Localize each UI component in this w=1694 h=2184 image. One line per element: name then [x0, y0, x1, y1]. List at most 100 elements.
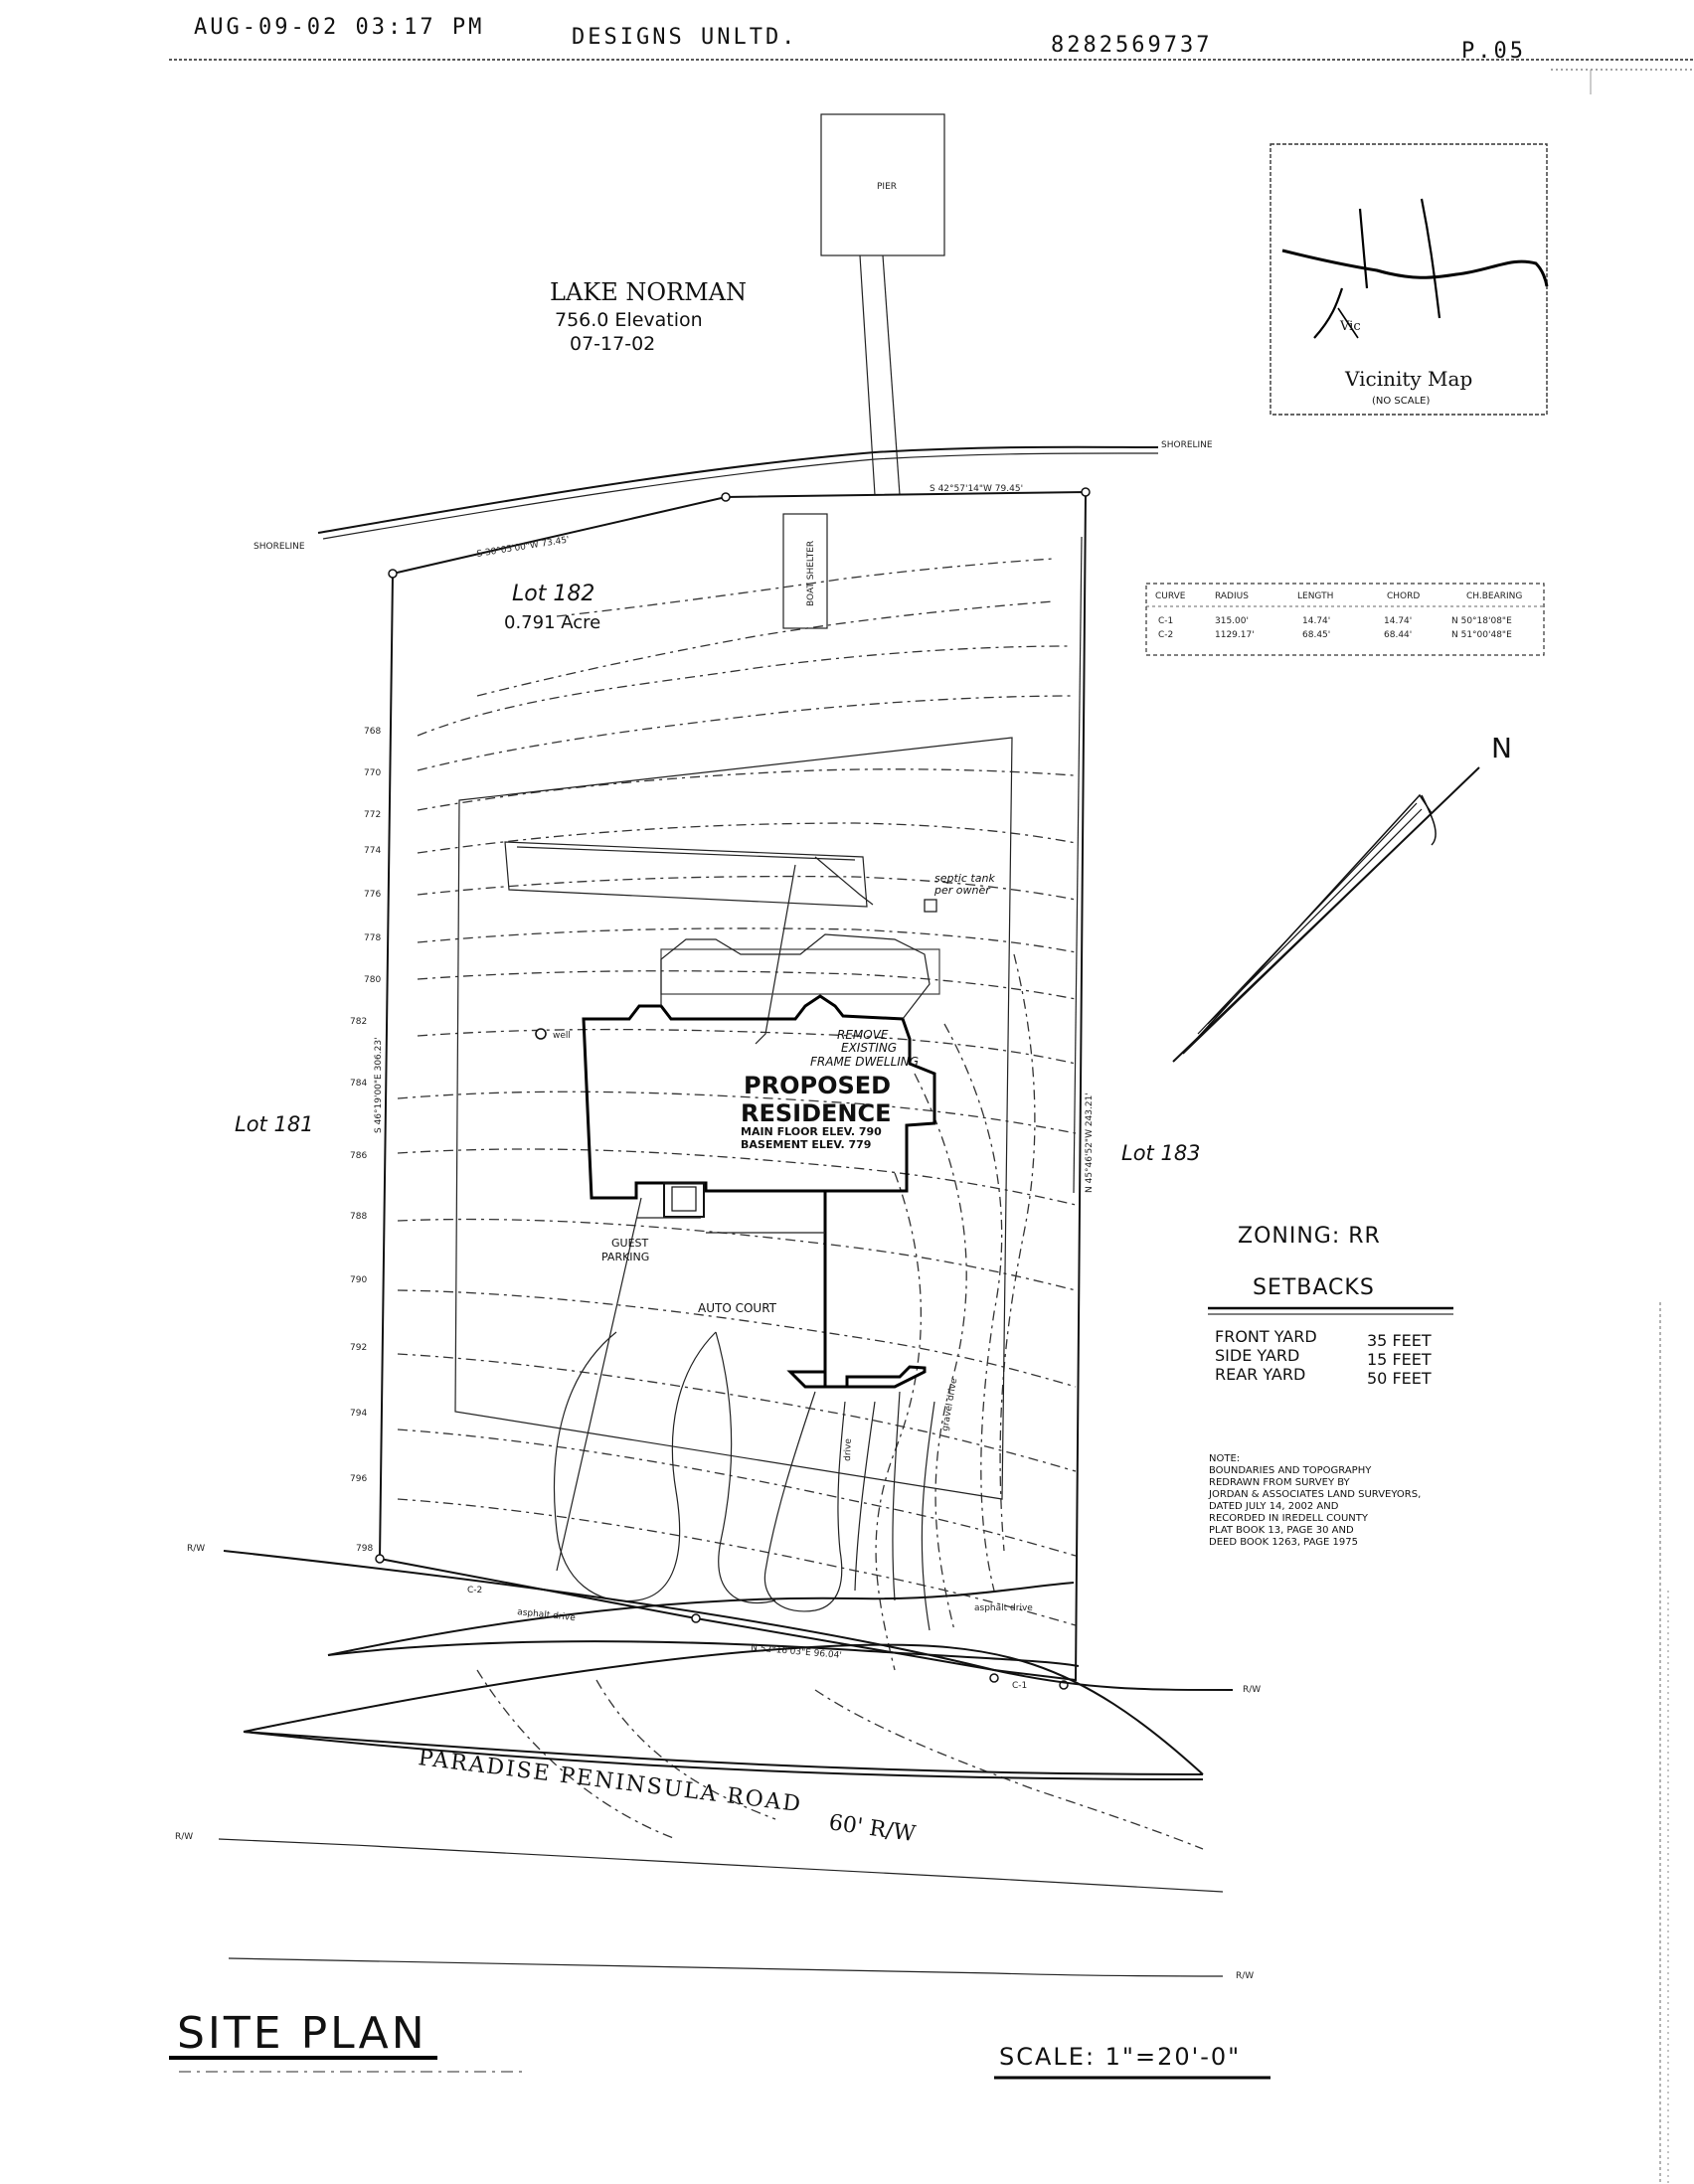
bearing-north: S 42°57'14"W 79.45' [930, 484, 1023, 494]
curve-table-header-chord: CHORD [1387, 591, 1420, 601]
bearing-east: N 45°46'52"W 243.21' [1085, 1092, 1095, 1193]
curve-c1-bearing: N 50°18'08"E [1451, 616, 1512, 626]
septic-owner-label: per owner [933, 884, 991, 897]
curve-table-header-curve: CURVE [1155, 591, 1186, 601]
shoreline: SHORELINE SHORELINE [254, 440, 1213, 552]
bearing-west: S 46°19'00"E 306.23' [374, 1037, 384, 1133]
note-line: DEED BOOK 1263, PAGE 1975 [1209, 1537, 1358, 1548]
contour-label: 798 [356, 1544, 373, 1554]
title-block: SITE PLAN SCALE: 1"=20'-0" [169, 2008, 1270, 2080]
vicinity-map-title: Vicinity Map [1344, 367, 1472, 391]
vicinity-map-subtitle: (NO SCALE) [1372, 396, 1430, 407]
road-rw-label: 60' R/W [827, 1810, 918, 1847]
lake-name: LAKE NORMAN [550, 278, 747, 306]
existing-label: EXISTING [841, 1041, 897, 1055]
north-arrow: N [1172, 732, 1512, 1063]
curve-c2-label: C-2 [467, 1586, 482, 1596]
north-label: N [1491, 732, 1512, 764]
contour-label: 788 [350, 1212, 367, 1222]
rear-yard-value: 50 FEET [1367, 1369, 1432, 1388]
curve-c1-chord: 14.74' [1384, 616, 1412, 626]
contour-label: 784 [350, 1079, 367, 1089]
fax-sender: DESIGNS UNLTD. [572, 25, 797, 50]
contour-label: 792 [350, 1343, 367, 1353]
sheet-title: SITE PLAN [177, 2008, 427, 2059]
contour-label: 770 [364, 768, 381, 778]
boat-shelter: BOAT SHELTER [782, 513, 828, 629]
contour-label: 778 [364, 933, 381, 943]
note-line: PLAT BOOK 13, PAGE 30 AND [1209, 1525, 1354, 1536]
lot-183-label: Lot 183 [1121, 1141, 1201, 1165]
curve-table-header-length: LENGTH [1297, 591, 1333, 601]
contour-lines [397, 558, 1204, 1850]
contour-labels: 768 770 772 774 776 778 780 782 784 786 … [350, 727, 381, 1554]
contour-label: 790 [350, 1275, 367, 1285]
setback-envelope [454, 737, 1013, 1500]
property-boundary: S 42°57'14"W 79.45' S 30°05'00"W 73.45' … [374, 484, 1095, 1690]
fax-page-number: P.05 [1461, 39, 1526, 64]
rw-label-north: R/W [187, 1544, 205, 1554]
lot-acreage: 0.791 Acre [504, 612, 600, 633]
pier-label: PIER [877, 182, 897, 192]
shoreline-label-left: SHORELINE [254, 542, 305, 552]
note-line: RECORDED IN IREDELL COUNTY [1209, 1513, 1369, 1524]
proposed-label: PROPOSED [744, 1072, 891, 1099]
remove-label: REMOVE [837, 1028, 889, 1042]
vicinity-map: Vic Vicinity Map (NO SCALE) [1270, 143, 1549, 416]
lot-181-label: Lot 181 [235, 1112, 314, 1136]
lake-elevation: 756.0 Elevation [555, 309, 703, 331]
curve-c1-label: C-1 [1012, 1681, 1027, 1691]
guest-label: GUEST [611, 1237, 649, 1250]
residence-label: RESIDENCE [741, 1099, 892, 1127]
well-label: well [553, 1031, 571, 1041]
right-of-way: R/W R/W R/W R/W C-2 C-1 asphalt drive as… [175, 1544, 1261, 1981]
contour-label: 796 [350, 1474, 367, 1484]
fax-phone: 8282569737 [1051, 33, 1212, 58]
boat-shelter-label: BOAT SHELTER [806, 541, 816, 606]
curve-table-header-radius: RADIUS [1215, 591, 1249, 601]
curve-c2-chord: 68.44' [1384, 630, 1412, 640]
parking-label: PARKING [601, 1251, 649, 1263]
curve-c1-radius: 315.00' [1215, 616, 1249, 626]
zoning-block: ZONING: RR SETBACKS FRONT YARD 35 FEET S… [1208, 1224, 1453, 1388]
main-floor-elevation: MAIN FLOOR ELEV. 790 [741, 1125, 882, 1138]
shoreline-label-right: SHORELINE [1161, 440, 1213, 450]
survey-note: NOTE: BOUNDARIES AND TOPOGRAPHY REDRAWN … [1208, 1453, 1421, 1548]
curve-c2-bearing: N 51°00'48"E [1451, 630, 1512, 640]
setbacks-title: SETBACKS [1253, 1275, 1375, 1300]
lake-date: 07-17-02 [570, 333, 655, 355]
contour-label: 772 [364, 810, 381, 820]
zoning-title: ZONING: RR [1238, 1224, 1381, 1249]
basement-elevation: BASEMENT ELEV. 779 [741, 1138, 871, 1151]
front-yard-label: FRONT YARD [1215, 1327, 1317, 1346]
sheet-scale: SCALE: 1"=20'-0" [999, 2043, 1241, 2071]
auto-court-label: AUTO COURT [698, 1301, 777, 1315]
fax-header: AUG-09-02 03:17 PM DESIGNS UNLTD. 828256… [169, 15, 1694, 71]
existing-dwelling: septic tank per owner well [504, 841, 995, 1045]
curve-c1-length: 14.74' [1302, 616, 1330, 626]
lake-label: LAKE NORMAN 756.0 Elevation 07-17-02 [550, 278, 747, 355]
bearing-northwest: S 30°05'00"W 73.45' [476, 535, 570, 560]
proposed-residence: REMOVE EXISTING FRAME DWELLING PROPOSED … [582, 933, 936, 1389]
contour-label: 794 [350, 1409, 367, 1419]
rw-label-west: R/W [175, 1832, 193, 1842]
contour-label: 774 [364, 846, 381, 856]
contour-label: 776 [364, 890, 381, 900]
front-yard-value: 35 FEET [1367, 1331, 1432, 1350]
scan-edge-artifacts [1590, 70, 1669, 2184]
note-line: REDRAWN FROM SURVEY BY [1209, 1477, 1351, 1488]
contour-label: 780 [364, 975, 381, 985]
contour-label: 786 [350, 1151, 367, 1161]
note-line: BOUNDARIES AND TOPOGRAPHY [1209, 1465, 1372, 1476]
note-line: DATED JULY 14, 2002 AND [1209, 1501, 1339, 1512]
curve-table: CURVE RADIUS LENGTH CHORD CH.BEARING C-1… [1145, 583, 1545, 656]
septic-tank-label: septic tank [934, 872, 995, 885]
contour-label: 782 [350, 1017, 367, 1027]
pier: PIER [820, 113, 945, 496]
fax-timestamp: AUG-09-02 03:17 PM [194, 15, 484, 40]
curve-c2-length: 68.45' [1302, 630, 1330, 640]
side-yard-value: 15 FEET [1367, 1350, 1432, 1369]
vicinity-site-label: Vic [1339, 319, 1361, 334]
gravel-drive-label: gravel drive [940, 1377, 959, 1431]
